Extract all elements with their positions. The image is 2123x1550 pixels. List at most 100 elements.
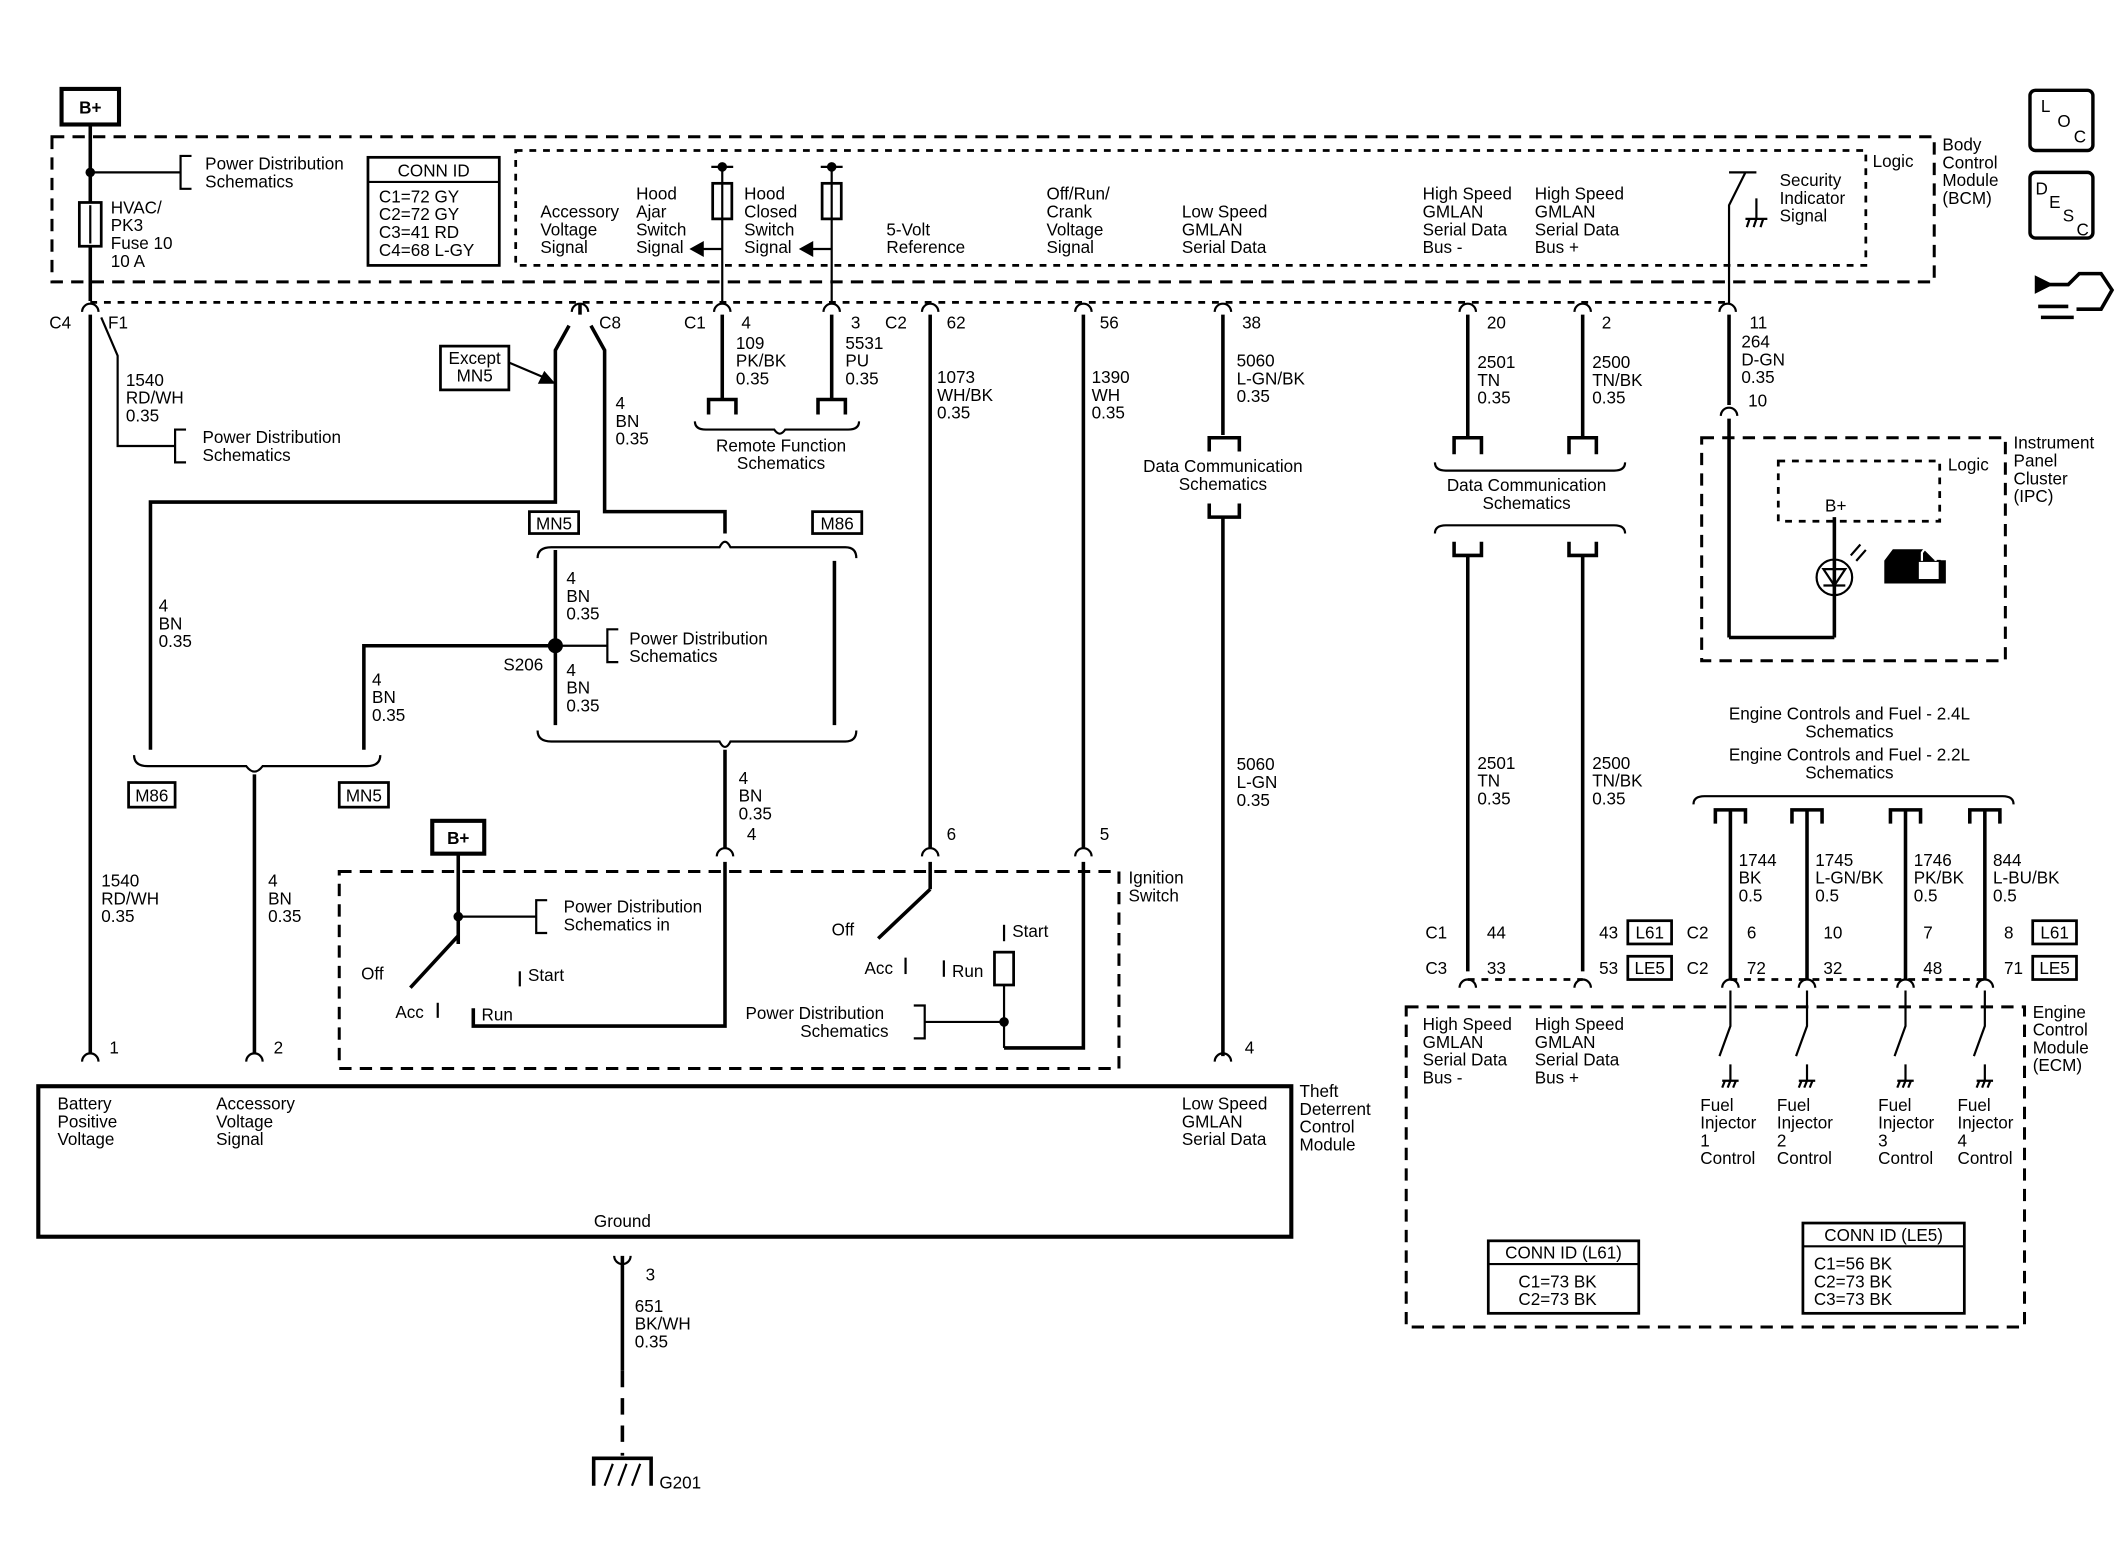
svg-text:Engine Controls and Fuel - 2.2: Engine Controls and Fuel - 2.2L bbox=[1729, 746, 1970, 765]
svg-text:4: 4 bbox=[747, 825, 756, 844]
svg-text:O: O bbox=[2057, 112, 2070, 131]
svg-text:72: 72 bbox=[1747, 959, 1766, 978]
bcm-name-2: Control bbox=[1942, 153, 1997, 172]
bcm-logic-box bbox=[514, 149, 1868, 267]
svg-text:Closed: Closed bbox=[744, 203, 797, 222]
svg-text:5: 5 bbox=[1100, 825, 1109, 844]
svg-text:Injector: Injector bbox=[1700, 1114, 1756, 1133]
svg-text:PK/BK: PK/BK bbox=[1914, 869, 1965, 888]
svg-text:D: D bbox=[2035, 179, 2047, 198]
svg-text:BN: BN bbox=[616, 412, 640, 431]
svg-text:2500: 2500 bbox=[1592, 353, 1630, 372]
ecm-section: Engine Controls and Fuel - 2.4L Schemati… bbox=[1404, 705, 2089, 1329]
svg-text:GMLAN: GMLAN bbox=[1535, 1033, 1596, 1052]
svg-text:Power Distribution: Power Distribution bbox=[746, 1004, 885, 1023]
svg-text:1540: 1540 bbox=[126, 371, 164, 390]
svg-text:Ignition: Ignition bbox=[1129, 869, 1184, 888]
svg-text:0.35: 0.35 bbox=[845, 369, 878, 388]
right-icons: L O C D E S C bbox=[2028, 88, 2115, 320]
svg-text:Injector: Injector bbox=[1957, 1114, 2013, 1133]
svg-text:Module: Module bbox=[1300, 1136, 1356, 1155]
svg-text:Control: Control bbox=[1878, 1149, 1933, 1168]
svg-text:Signal: Signal bbox=[1780, 207, 1827, 226]
svg-text:651: 651 bbox=[635, 1297, 663, 1316]
svg-text:BK: BK bbox=[1739, 869, 1762, 888]
svg-text:Signal: Signal bbox=[744, 238, 791, 257]
svg-text:LE5: LE5 bbox=[1635, 959, 1665, 978]
svg-text:BN: BN bbox=[566, 587, 590, 606]
svg-text:4: 4 bbox=[566, 569, 575, 588]
svg-text:Start: Start bbox=[1012, 922, 1048, 941]
svg-text:TN: TN bbox=[1477, 371, 1500, 390]
svg-text:C: C bbox=[2074, 127, 2086, 146]
svg-text:L: L bbox=[2041, 97, 2050, 116]
svg-text:Schematics: Schematics bbox=[1482, 494, 1570, 513]
svg-text:Power Distribution: Power Distribution bbox=[564, 897, 703, 916]
hand-wrench-icon[interactable] bbox=[2034, 271, 2115, 320]
svg-text:LE5: LE5 bbox=[2039, 959, 2069, 978]
svg-text:Bus -: Bus - bbox=[1423, 1068, 1463, 1087]
svg-text:Schematics: Schematics bbox=[1805, 763, 1893, 782]
svg-text:4: 4 bbox=[616, 394, 625, 413]
svg-text:1540: 1540 bbox=[101, 871, 139, 890]
svg-text:CONN ID (L61): CONN ID (L61) bbox=[1505, 1244, 1622, 1263]
svg-text:0.35: 0.35 bbox=[566, 605, 599, 624]
svg-text:Fuel: Fuel bbox=[1957, 1096, 1990, 1115]
desc-icon[interactable]: D E S C bbox=[2028, 170, 2095, 240]
svg-text:GMLAN: GMLAN bbox=[1423, 203, 1484, 222]
svg-text:Ground: Ground bbox=[594, 1212, 651, 1231]
bcm-name-4: (BCM) bbox=[1942, 189, 1991, 208]
svg-text:10: 10 bbox=[1748, 391, 1767, 410]
led-icon bbox=[1815, 558, 1854, 597]
svg-text:1745: 1745 bbox=[1815, 851, 1853, 870]
svg-text:C1=73 BK: C1=73 BK bbox=[1518, 1272, 1597, 1291]
svg-text:S206: S206 bbox=[503, 655, 543, 674]
bcm-name-3: Module bbox=[1942, 171, 1998, 190]
svg-text:PK/BK: PK/BK bbox=[736, 352, 787, 371]
svg-text:M86: M86 bbox=[135, 787, 168, 806]
svg-text:High Speed: High Speed bbox=[1535, 1015, 1624, 1034]
svg-text:Serial Data: Serial Data bbox=[1535, 220, 1620, 239]
ecm-box bbox=[1404, 1005, 2027, 1329]
svg-text:43: 43 bbox=[1599, 923, 1618, 942]
svg-text:L61: L61 bbox=[2040, 923, 2068, 942]
svg-text:WH: WH bbox=[1092, 386, 1120, 405]
fuse-label-3: Fuse 10 bbox=[111, 234, 173, 253]
svg-text:Control: Control bbox=[1300, 1118, 1355, 1137]
svg-text:4: 4 bbox=[566, 661, 575, 680]
svg-text:Engine: Engine bbox=[2033, 1003, 2086, 1022]
svg-text:Voltage: Voltage bbox=[1046, 220, 1103, 239]
svg-text:0.35: 0.35 bbox=[126, 406, 159, 425]
svg-text:BK/WH: BK/WH bbox=[635, 1315, 691, 1334]
svg-text:Fuel: Fuel bbox=[1777, 1096, 1810, 1115]
svg-text:2: 2 bbox=[1777, 1131, 1786, 1150]
svg-text:CONN ID (LE5): CONN ID (LE5) bbox=[1824, 1226, 1943, 1245]
svg-text:4: 4 bbox=[372, 670, 381, 689]
svg-text:2: 2 bbox=[274, 1038, 283, 1057]
svg-text:Schematics: Schematics bbox=[202, 446, 290, 465]
svg-text:Fuel: Fuel bbox=[1878, 1096, 1911, 1115]
svg-text:High Speed: High Speed bbox=[1535, 185, 1624, 204]
svg-text:Run: Run bbox=[482, 1006, 513, 1025]
svg-text:3: 3 bbox=[851, 313, 860, 332]
svg-text:GMLAN: GMLAN bbox=[1182, 220, 1243, 239]
svg-text:Power Distribution: Power Distribution bbox=[629, 629, 768, 648]
pds-top-2: Schematics bbox=[205, 172, 293, 191]
svg-text:Serial Data: Serial Data bbox=[1182, 238, 1267, 257]
svg-text:E: E bbox=[2049, 193, 2060, 212]
svg-text:0.35: 0.35 bbox=[1741, 368, 1774, 387]
fuse-label-1: HVAC/ bbox=[111, 198, 162, 217]
loc-icon[interactable]: L O C bbox=[2028, 88, 2095, 153]
ground-icon bbox=[1745, 217, 1768, 228]
svg-text:Low Speed: Low Speed bbox=[1182, 203, 1267, 222]
svg-text:0.5: 0.5 bbox=[1739, 887, 1763, 906]
svg-text:BN: BN bbox=[268, 889, 292, 908]
svg-text:20: 20 bbox=[1487, 313, 1506, 332]
svg-text:38: 38 bbox=[1242, 313, 1261, 332]
svg-text:62: 62 bbox=[947, 313, 966, 332]
arrow-left-icon bbox=[689, 240, 704, 257]
svg-text:Serial Data: Serial Data bbox=[1423, 220, 1508, 239]
svg-text:Schematics in: Schematics in bbox=[564, 915, 670, 934]
svg-text:PU: PU bbox=[845, 352, 869, 371]
svg-text:Crank: Crank bbox=[1046, 203, 1092, 222]
